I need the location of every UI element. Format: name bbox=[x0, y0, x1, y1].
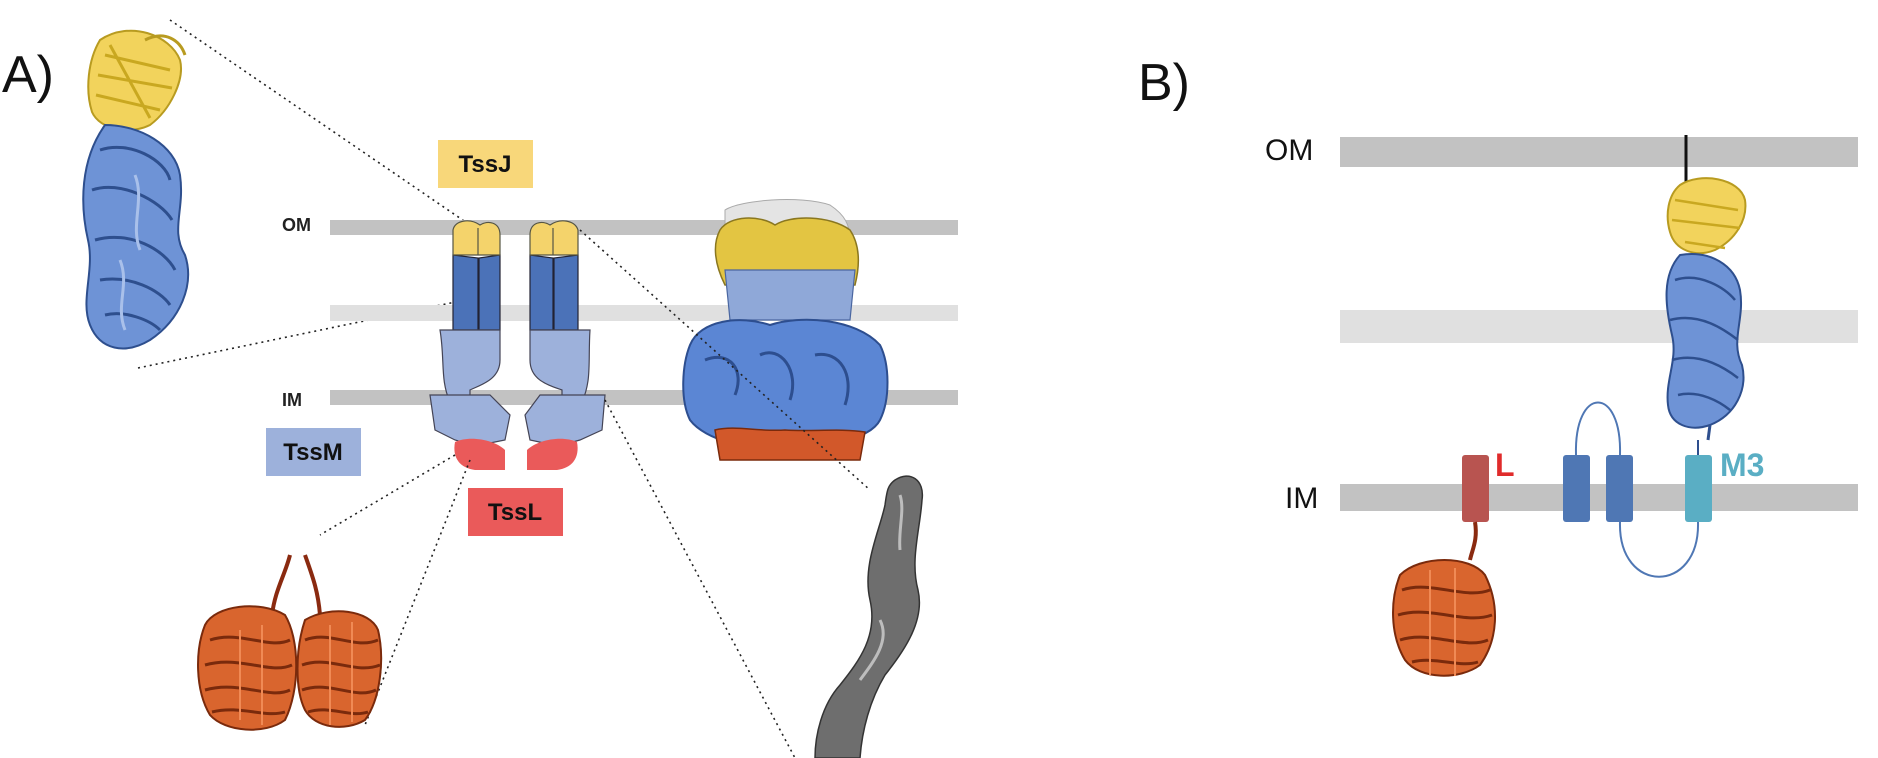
panel-a-om-label: OM bbox=[282, 215, 311, 235]
panel-b-om-membrane bbox=[1340, 137, 1858, 167]
zoom-line-tssl-2 bbox=[364, 459, 471, 726]
schematic-complex-left bbox=[429, 220, 511, 470]
tssl-label-box bbox=[468, 488, 563, 536]
zoom-line-tssl-1 bbox=[319, 454, 456, 536]
tssj-tssm-ribbon-structure-b bbox=[1665, 177, 1747, 441]
tssj-tssm-ribbon-structure bbox=[82, 29, 190, 350]
tm-segment-l bbox=[1462, 455, 1489, 522]
periplasmic-loop-m1-m2 bbox=[1574, 401, 1622, 456]
zoom-line-top-2 bbox=[137, 299, 466, 369]
segment-label-m3: M3 bbox=[1720, 447, 1764, 483]
panel-a-label: A) bbox=[2, 46, 54, 104]
extended-density-highlights bbox=[858, 494, 904, 681]
panel-b-im-label: IM bbox=[1285, 482, 1318, 515]
panel-a-periplasm-layer bbox=[330, 305, 958, 321]
tssm-label: TssM bbox=[283, 439, 343, 466]
tssj-label-box bbox=[438, 140, 533, 188]
panel-a-om-membrane bbox=[330, 220, 958, 235]
zoom-line-em-1 bbox=[579, 229, 871, 491]
cryo-em-map bbox=[682, 199, 889, 461]
extended-density-gray bbox=[814, 475, 924, 758]
tssj-label: TssJ bbox=[459, 151, 512, 178]
panel-b-im-membrane bbox=[1340, 484, 1858, 511]
panel-b-label: B) bbox=[1138, 54, 1190, 112]
panel-b-periplasm-layer bbox=[1340, 310, 1858, 343]
tssl-ribbon-structure bbox=[197, 554, 383, 731]
zoom-line-top-1 bbox=[169, 19, 471, 226]
cytoplasmic-loop-m2-m3 bbox=[1618, 521, 1700, 578]
segment-label-l: L bbox=[1495, 447, 1515, 483]
tm-segment-m1 bbox=[1563, 455, 1590, 522]
tssm-label-box bbox=[266, 428, 361, 476]
tm-segment-m3 bbox=[1685, 455, 1712, 522]
zoom-line-em-2 bbox=[604, 399, 796, 758]
panel-b-om-label: OM bbox=[1265, 134, 1313, 167]
tssl-ribbon-structure-b bbox=[1392, 521, 1496, 677]
tssl-label: TssL bbox=[488, 499, 542, 526]
panel-a-im-label: IM bbox=[282, 390, 302, 410]
schematic-complex-right bbox=[524, 220, 606, 470]
tm-segment-m2 bbox=[1606, 455, 1633, 522]
